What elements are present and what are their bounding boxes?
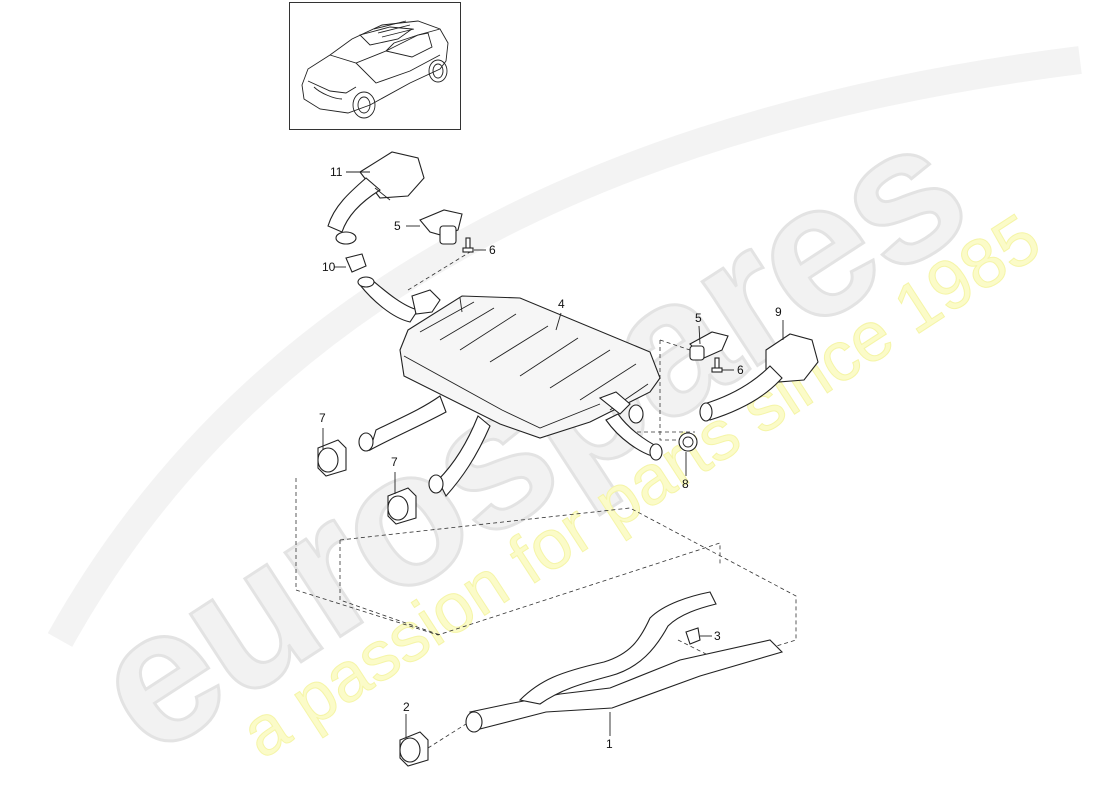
part-1-front-y-pipe[interactable] <box>465 591 784 733</box>
callout-7-a[interactable]: 7 <box>319 411 326 425</box>
callout-5-right[interactable]: 5 <box>695 311 702 325</box>
callout-3[interactable]: 3 <box>714 629 721 643</box>
part-2-clamp[interactable] <box>399 723 467 767</box>
callout-8[interactable]: 8 <box>682 477 689 491</box>
silencer-inlet-pipes <box>358 395 491 497</box>
callout-10[interactable]: 9 <box>775 305 782 319</box>
car-icon <box>301 20 449 119</box>
callout-11[interactable]: 11 <box>330 165 343 179</box>
callout-7-b[interactable]: 7 <box>391 455 398 469</box>
callout-leader-lines <box>322 171 784 738</box>
callout-4[interactable]: 4 <box>558 297 565 311</box>
part-10-tailpipe-trim-right[interactable] <box>699 333 819 422</box>
part-7-clamp-b[interactable] <box>387 487 417 525</box>
silencer-inlet-pipe-left <box>357 276 441 323</box>
part-5-bracket-right[interactable] <box>689 331 729 361</box>
callout-5-upper[interactable]: 5 <box>394 219 401 233</box>
part-11-tailpipe-trim-left[interactable] <box>327 151 425 245</box>
part-5-bracket-upper[interactable] <box>419 209 463 245</box>
part-3-rubber-mount[interactable] <box>677 627 707 655</box>
part-6-bolt-right[interactable] <box>711 357 723 373</box>
callout-6-right[interactable]: 6 <box>737 363 744 377</box>
part-9-clamp[interactable] <box>345 253 367 273</box>
part-4-rear-silencer[interactable] <box>399 295 663 461</box>
vehicle-thumbnail <box>289 2 461 130</box>
callout-6-upper[interactable]: 6 <box>489 243 496 257</box>
callout-9[interactable]: 10 <box>322 260 336 274</box>
part-6-bolt-upper[interactable] <box>462 237 474 253</box>
part-7-clamp-a[interactable] <box>317 439 347 477</box>
part-8-hose-clamp[interactable] <box>678 432 698 452</box>
callout-1[interactable]: 1 <box>606 737 613 751</box>
callout-2[interactable]: 2 <box>403 700 410 714</box>
